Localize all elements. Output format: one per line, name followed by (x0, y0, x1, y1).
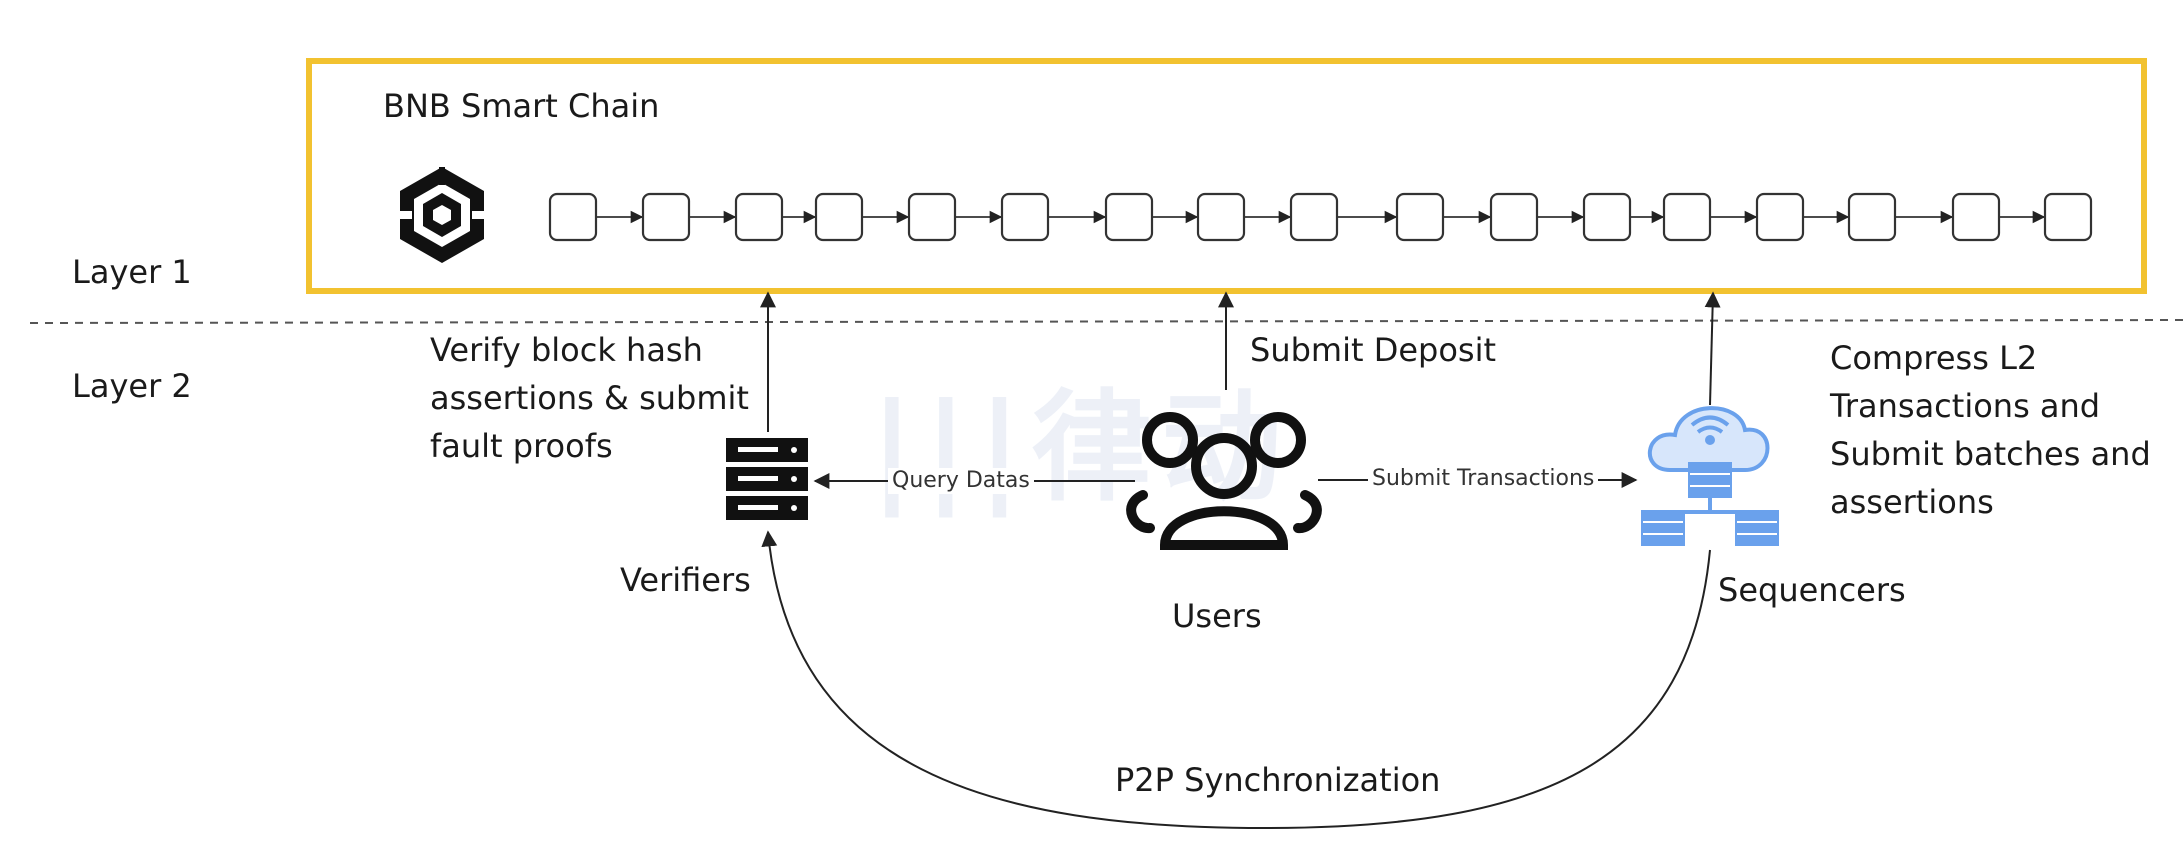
submit-deposit-label: Submit Deposit (1250, 331, 1497, 369)
layer-2-label: Layer 2 (72, 367, 192, 405)
chain-title: BNB Smart Chain (383, 87, 660, 125)
chain-block (1847, 192, 1897, 242)
users-group-icon (1126, 412, 1322, 550)
chain-block (1582, 192, 1632, 242)
p2p-sync-label: P2P Synchronization (1115, 761, 1441, 799)
submit-transactions-label: Submit Transactions (1368, 466, 1599, 492)
query-datas-label: Query Datas (888, 468, 1034, 494)
chain-block (641, 192, 691, 242)
chain-block (1489, 192, 1539, 242)
sequencers-label: Sequencers (1718, 571, 1906, 609)
chain-block (1000, 192, 1050, 242)
chain-block (1662, 192, 1712, 242)
chain-block (548, 192, 598, 242)
bnb-logo-icon (398, 167, 486, 263)
users-label: Users (1172, 597, 1262, 635)
chain-block (1951, 192, 2001, 242)
chain-block (2043, 192, 2093, 242)
server-rack-icon (726, 438, 808, 520)
p2p-sync-arc (761, 530, 1711, 830)
chain-block (734, 192, 784, 242)
sequencer-to-chain-arrow (1704, 291, 1721, 406)
chain-block (1755, 192, 1805, 242)
chain-block (907, 192, 957, 242)
chain-block (1104, 192, 1154, 242)
chain-frame (306, 58, 2147, 294)
chain-block (814, 192, 864, 242)
chain-block (1395, 192, 1445, 242)
verifiers-note: Verify block hash assertions & submit fa… (430, 331, 749, 465)
chain-block (1196, 192, 1246, 242)
sequencers-note: Compress L2 Transactions and Submit batc… (1830, 339, 2151, 521)
layer-divider (29, 319, 2184, 324)
layer-1-label: Layer 1 (72, 253, 192, 291)
cloud-network-icon (1641, 406, 1779, 546)
block-chain (548, 192, 2093, 242)
chain-block (1289, 192, 1339, 242)
verifiers-label: Verifiers (620, 561, 751, 599)
